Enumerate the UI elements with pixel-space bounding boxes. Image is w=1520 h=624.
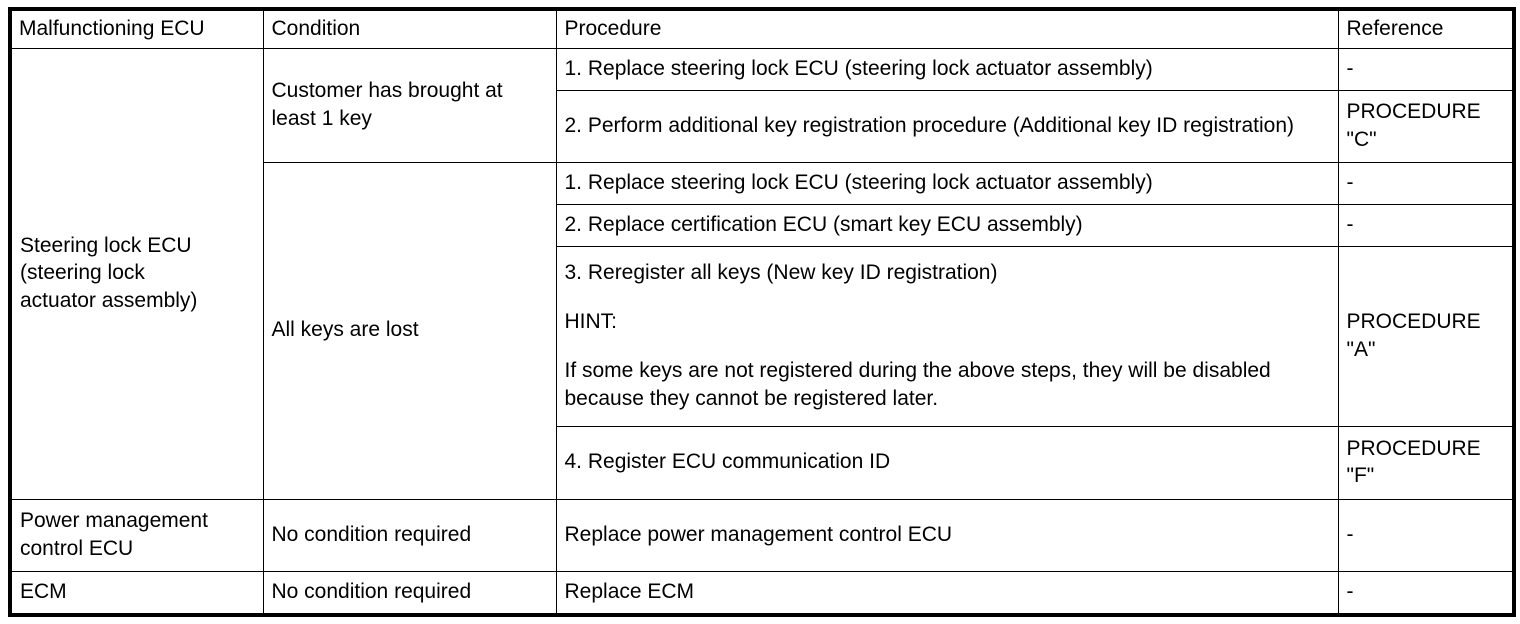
cell-procedure: Replace ECM bbox=[555, 571, 1339, 616]
cell-reference: - bbox=[1337, 162, 1515, 205]
cell-reference: - bbox=[1337, 47, 1515, 91]
cell-reference: - bbox=[1337, 203, 1515, 247]
procedure-paragraph: 3. Reregister all keys (New key ID regis… bbox=[564, 261, 998, 285]
cell-malfunctioning-ecu: Power management control ECU bbox=[9, 498, 264, 573]
cell-reference: PROCEDURE "F" bbox=[1337, 426, 1515, 500]
reference-line: "C" bbox=[1346, 127, 1377, 151]
procedure-hint-label: HINT: bbox=[564, 310, 618, 334]
cell-condition: No condition required bbox=[262, 498, 557, 573]
ecu-label-line: (steering lock bbox=[20, 261, 145, 285]
cell-reference: PROCEDURE "C" bbox=[1337, 89, 1515, 163]
cell-condition: No condition required bbox=[262, 571, 557, 616]
reference-line: - bbox=[1346, 56, 1354, 80]
table-row: All keys are lost 1. Replace steering lo… bbox=[10, 162, 1515, 500]
ecu-label-line: control ECU bbox=[20, 536, 134, 560]
procedure-hint-text: If some keys are not registered during t… bbox=[564, 358, 1271, 410]
cell-malfunctioning-ecu: ECM bbox=[9, 571, 264, 616]
ecu-label-line: ECM bbox=[20, 580, 67, 604]
cell-reference: PROCEDURE "A" bbox=[1337, 245, 1515, 428]
cell-procedure: Replace power management control ECU bbox=[555, 498, 1339, 573]
cell-reference: - bbox=[1337, 498, 1515, 573]
reference-line: - bbox=[1346, 580, 1354, 604]
reference-line: - bbox=[1346, 171, 1354, 195]
reference-line: PROCEDURE bbox=[1346, 436, 1481, 460]
reference-line: PROCEDURE bbox=[1346, 100, 1481, 124]
cell-condition: All keys are lost bbox=[262, 162, 557, 500]
column-header-reference: Reference bbox=[1337, 8, 1515, 49]
reference-line: PROCEDURE bbox=[1346, 310, 1481, 334]
cell-procedure: 1. Replace steering lock ECU (steering l… bbox=[555, 162, 1339, 205]
ecu-procedure-table: Malfunctioning ECU Condition Procedure R… bbox=[8, 7, 1516, 617]
cell-procedure: 2. Perform additional key registration p… bbox=[555, 89, 1339, 163]
column-header-condition: Condition bbox=[262, 8, 557, 49]
column-header-procedure: Procedure bbox=[555, 8, 1339, 49]
header-row: Malfunctioning ECU Condition Procedure R… bbox=[9, 8, 1515, 49]
table-row: ECM No condition required Replace ECM - bbox=[9, 571, 1515, 616]
table-row: 4. Register ECU communication ID PROCEDU… bbox=[10, 426, 1515, 500]
cell-procedure: 3. Reregister all keys (New key ID regis… bbox=[555, 245, 1339, 428]
ecu-label-line: actuator assembly) bbox=[20, 288, 198, 312]
column-header-malfunctioning-ecu: Malfunctioning ECU bbox=[9, 8, 264, 49]
table-row: Power management control ECU No conditio… bbox=[9, 498, 1515, 573]
reference-line: "F" bbox=[1346, 464, 1375, 488]
table-row: Steering lock ECU (steering lock actuato… bbox=[9, 47, 1515, 500]
cell-reference: - bbox=[1337, 571, 1515, 616]
table-row: 3. Reregister all keys (New key ID regis… bbox=[10, 245, 1515, 428]
cell-procedure: 2. Replace certification ECU (smart key … bbox=[555, 203, 1339, 247]
table-row: 2. Perform additional key registration p… bbox=[10, 89, 1515, 163]
reference-line: - bbox=[1346, 212, 1354, 236]
cell-malfunctioning-ecu: Steering lock ECU (steering lock actuato… bbox=[9, 47, 264, 500]
reference-line: - bbox=[1346, 522, 1354, 546]
table-row: 2. Replace certification ECU (smart key … bbox=[10, 203, 1515, 247]
cell-condition: Customer has brought at least 1 key bbox=[262, 47, 557, 164]
table-header: Malfunctioning ECU Condition Procedure R… bbox=[9, 8, 1515, 49]
ecu-label-line: Power management bbox=[20, 509, 208, 533]
reference-line: "A" bbox=[1346, 337, 1376, 361]
cell-procedure: 1. Replace steering lock ECU (steering l… bbox=[555, 47, 1339, 91]
ecu-label-line: Steering lock ECU bbox=[20, 233, 192, 257]
cell-procedure: 4. Register ECU communication ID bbox=[555, 426, 1339, 500]
table-body: Steering lock ECU (steering lock actuato… bbox=[9, 47, 1515, 616]
